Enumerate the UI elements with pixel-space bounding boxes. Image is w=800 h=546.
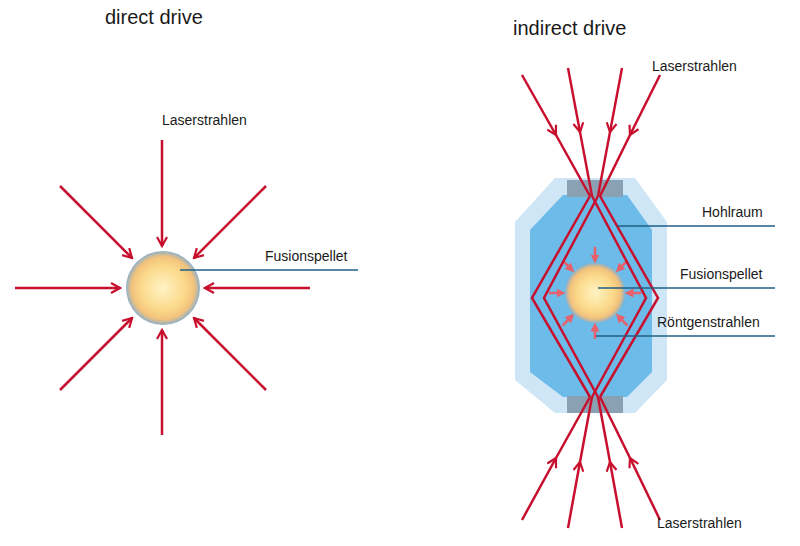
beam-label: Laserstrahlen bbox=[652, 58, 737, 74]
part-label: Hohlraum bbox=[702, 204, 763, 220]
panel-heading: indirect drive bbox=[513, 17, 626, 40]
part-label: Fusionspellet bbox=[680, 266, 763, 282]
beam-label: Laserstrahlen bbox=[657, 515, 742, 531]
entrance-hole bbox=[567, 396, 623, 413]
leader-line bbox=[596, 335, 775, 337]
part-label: Röntgenstrahlen bbox=[657, 314, 760, 330]
x-ray-arrow bbox=[629, 292, 641, 295]
panel-heading: direct drive bbox=[105, 6, 203, 29]
hohlraum-outer bbox=[515, 178, 667, 413]
fusion-pellet bbox=[126, 251, 200, 325]
part-label: Fusionspellet bbox=[265, 248, 348, 264]
leader-line bbox=[598, 287, 775, 289]
beam-label: Laserstrahlen bbox=[162, 112, 247, 128]
entrance-hole bbox=[567, 180, 623, 197]
leader-line bbox=[180, 269, 358, 271]
x-ray-arrow bbox=[619, 317, 627, 325]
fusion-pellet bbox=[565, 263, 625, 323]
x-ray-arrow bbox=[549, 292, 561, 295]
direct-drive-figure bbox=[15, 140, 310, 435]
indirect-laser-beams bbox=[522, 68, 660, 528]
x-ray-arrow bbox=[562, 317, 570, 325]
leader-line bbox=[617, 225, 775, 227]
x-ray-arrow bbox=[594, 247, 597, 259]
x-ray-arrow bbox=[594, 327, 597, 339]
